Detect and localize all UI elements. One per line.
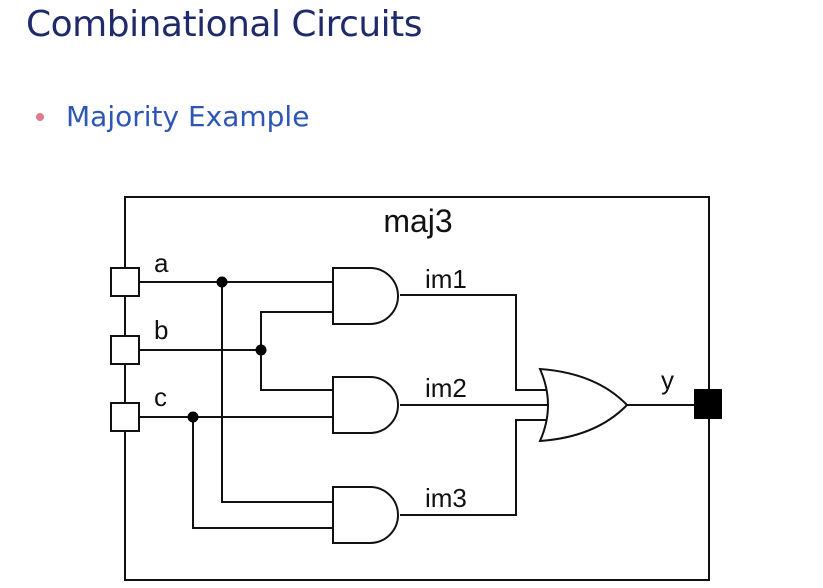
output-label-y: y: [661, 365, 674, 395]
wire-a-branch: [221, 281, 334, 503]
port-y: [694, 389, 722, 419]
wire-b-branch: [260, 311, 334, 391]
port-b: [110, 335, 140, 365]
bullet-text: Majority Example: [66, 100, 310, 133]
slide-title: Combinational Circuits: [26, 4, 423, 45]
wire-c-branch: [192, 416, 334, 529]
or-gate: [538, 367, 629, 443]
signal-label-im2: im2: [425, 373, 467, 403]
junction-a: [216, 276, 228, 288]
and-gate-2: [332, 376, 399, 434]
and-gate-1: [332, 267, 399, 325]
input-label-a: a: [154, 248, 169, 278]
bullet-item: Majority Example: [36, 100, 309, 133]
wire-im1: [400, 294, 549, 391]
junction-b: [255, 344, 267, 356]
wire-im3: [400, 419, 549, 516]
signal-label-im1: im1: [425, 264, 467, 294]
and-gate-3: [332, 486, 399, 544]
junction-c: [187, 411, 199, 423]
module-boundary: [124, 196, 710, 581]
input-label-c: c: [154, 382, 167, 412]
module-name-label: maj3: [383, 203, 452, 239]
input-label-b: b: [154, 315, 168, 345]
bullet-dot-icon: [36, 112, 44, 121]
signal-label-im3: im3: [425, 483, 467, 513]
port-c: [110, 402, 140, 432]
port-a: [110, 267, 140, 297]
